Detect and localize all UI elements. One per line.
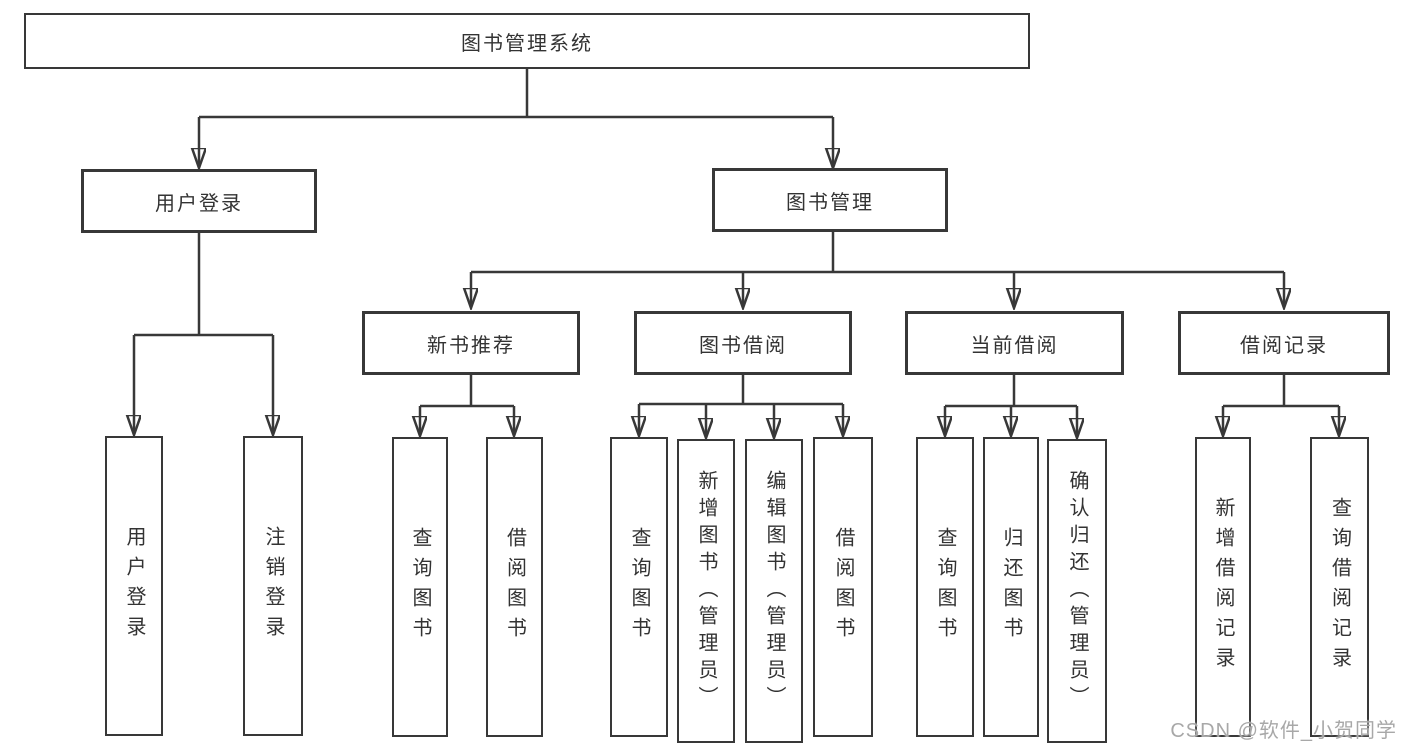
node-user-login-branch: 用户登录 [81,169,317,233]
leaf-user-login: 用户登录 [105,436,163,736]
leaf-borrow-book-label: 借阅图书 [832,527,854,647]
leaf-newbook-query: 查询图书 [392,437,448,737]
node-user-login-branch-label: 用户登录 [155,192,243,215]
leaf-borrow-edit-book-admin-label: 编辑图书（管理员） [763,469,785,713]
leaf-newbook-borrow-label: 借阅图书 [503,527,526,647]
leaf-user-login-label: 用户登录 [123,526,145,646]
node-book-management-branch-label: 图书管理 [786,191,874,214]
node-root: 图书管理系统 [24,13,1030,69]
connector-user-login-bus [134,232,273,337]
leaf-logout: 注销登录 [243,436,303,736]
leaf-borrow-query: 查询图书 [610,437,668,737]
leaf-records-add-label: 新增借阅记录 [1212,497,1234,677]
leaf-records-query-label: 查询借阅记录 [1328,497,1351,677]
leaf-records-query: 查询借阅记录 [1310,437,1369,737]
node-current-borrow: 当前借阅 [905,311,1124,375]
node-root-label: 图书管理系统 [461,32,593,55]
node-book-borrow: 图书借阅 [634,311,852,375]
connector-book-management-bus [471,232,1284,274]
leaf-newbook-query-label: 查询图书 [409,527,431,647]
leaf-newbook-borrow: 借阅图书 [486,437,543,737]
leaf-borrow-book: 借阅图书 [813,437,873,737]
leaf-borrow-query-label: 查询图书 [628,527,650,647]
leaf-records-add: 新增借阅记录 [1195,437,1251,737]
leaf-borrow-add-book-admin-label: 新增图书（管理员） [695,469,717,713]
node-book-management-branch: 图书管理 [712,168,948,232]
connector-book-borrow-bus [639,375,843,406]
leaf-current-query-label: 查询图书 [934,527,956,647]
leaf-current-confirm-return-admin-label: 确认归还（管理员） [1066,469,1088,713]
connector-borrow-records-bus [1223,375,1339,408]
node-current-borrow-label: 当前借阅 [970,334,1059,357]
leaf-current-return-label: 归还图书 [1000,527,1022,647]
leaf-borrow-add-book-admin: 新增图书（管理员） [677,439,735,743]
leaf-logout-label: 注销登录 [262,526,284,646]
node-borrow-records: 借阅记录 [1178,311,1390,375]
connector-root-bus [199,68,833,119]
connector-new-book-bus [420,375,514,408]
connector-current-borrow-bus [945,375,1077,408]
leaf-current-return: 归还图书 [983,437,1039,737]
node-book-borrow-label: 图书借阅 [699,334,787,357]
leaf-borrow-edit-book-admin: 编辑图书（管理员） [745,439,803,743]
node-borrow-records-label: 借阅记录 [1240,334,1328,357]
leaf-current-confirm-return-admin: 确认归还（管理员） [1047,439,1107,743]
node-new-book-recommend: 新书推荐 [362,311,580,375]
leaf-current-query: 查询图书 [916,437,974,737]
csdn-watermark: CSDN @软件_小贺同学 [1170,720,1397,742]
node-new-book-recommend-label: 新书推荐 [427,334,515,357]
